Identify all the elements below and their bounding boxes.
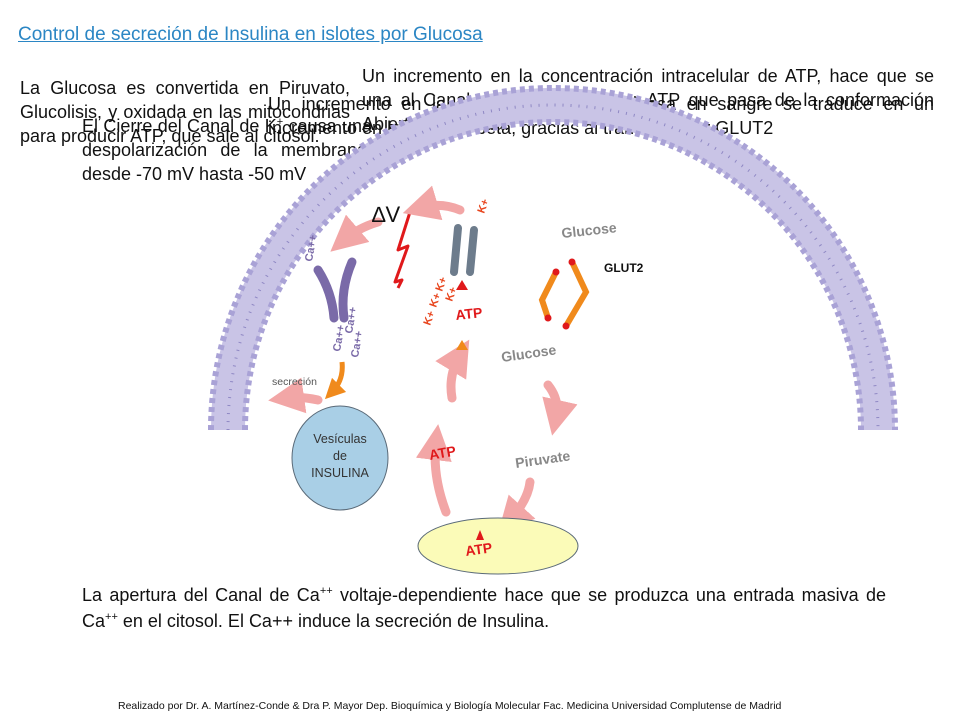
mitochondrion: ATP: [417, 517, 579, 575]
bottom-text-2: voltaje-dependiente hace que se produzca…: [82, 585, 887, 631]
k-ion-outside: K+: [476, 197, 492, 215]
vesicle-label-3: INSULINA: [311, 466, 369, 480]
vesicle-label-1: Vesículas: [313, 432, 367, 446]
secretion-label: secreción: [272, 376, 317, 388]
ca-ion-1: Ca++: [331, 324, 347, 353]
glucose-outside-label: Glucose: [561, 219, 618, 241]
ca-ion-outside: Ca++: [303, 234, 319, 263]
vesicle-label-2: de: [333, 449, 347, 463]
page-title: Control de secreción de Insulina en islo…: [18, 24, 483, 45]
k-ion-4: K+: [444, 285, 460, 303]
k-ion-2: K+: [428, 291, 444, 309]
k-channel-closure-paragraph: El Cierre del Canal de K+ causa una desp…: [82, 114, 372, 186]
atp-label-mito: ATP: [464, 539, 493, 559]
potassium-channel: [450, 224, 478, 276]
atp-label-cytosol: ATP: [428, 443, 457, 463]
glucose-inside-label: Glucose: [500, 341, 557, 365]
atp-triangle-mito: [476, 530, 484, 540]
k-ion-1: K+: [434, 275, 450, 293]
k-ion-3: K+: [422, 309, 438, 327]
k-closure-text-b: causa una despolarización de la membrana…: [82, 116, 372, 184]
ca-ion-2: Ca++: [343, 306, 359, 335]
k-closure-sup: +: [276, 116, 284, 128]
piruvate-label: Piruvate: [514, 447, 571, 471]
calcium-channel: [313, 257, 357, 323]
glut2-label: GLUT2: [604, 261, 644, 275]
bottom-text-1: La apertura del Canal de Ca: [82, 585, 320, 605]
bottom-text-3: en el citosol. El Ca++ induce la secreci…: [117, 611, 550, 631]
calcium-channel-paragraph: La apertura del Canal de Ca++ voltaje-de…: [82, 582, 886, 634]
bottom-sup-1: ++: [319, 585, 333, 597]
depolarization-lightning: [393, 211, 412, 289]
insulin-vesicle: Vesículas de INSULINA: [291, 405, 389, 511]
k-closure-text-a: El Cierre del Canal de K: [82, 116, 277, 136]
atp-label-channel: ATP: [455, 304, 483, 323]
cell-membrane: [208, 85, 898, 431]
atp-triangle-2: [456, 340, 468, 350]
delta-v-label: ∆V: [372, 202, 400, 227]
bottom-sup-2: ++: [105, 611, 118, 623]
glut2-transporter: [538, 258, 590, 330]
credit-line: Realizado por Dr. A. Martínez-Conde & Dr…: [118, 700, 782, 712]
calcium-inflow-arrow: [324, 361, 347, 400]
flow-arrows: [268, 185, 578, 534]
glucose-pyruvate-paragraph: La Glucosa es convertida en Piruvato, Gl…: [20, 78, 350, 146]
ca-ion-3: Ca++: [349, 330, 365, 359]
atp-triangle-1: [456, 280, 468, 290]
